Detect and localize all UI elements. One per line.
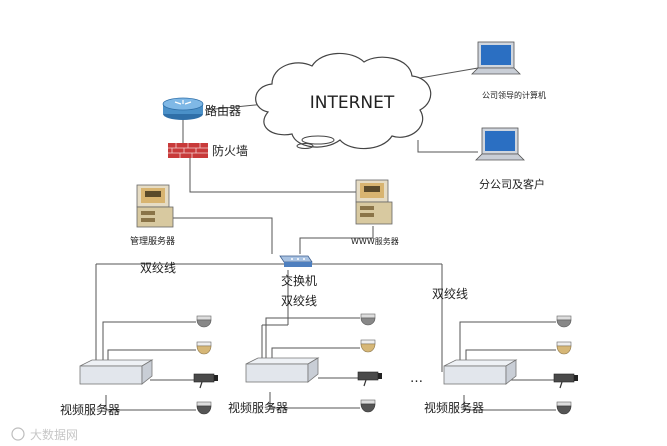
dome-camera-icon (360, 399, 376, 413)
ellipsis-label: … (410, 371, 423, 386)
switch-icon (279, 255, 313, 267)
laptop-icon (475, 127, 525, 161)
dome-camera-icon (360, 339, 376, 353)
dome-camera-icon (556, 315, 572, 328)
switch-label: 交换机 (281, 273, 317, 288)
dome-camera-icon (556, 341, 572, 355)
router-label: 路由器 (205, 103, 241, 118)
server-icon (355, 179, 393, 225)
internet-label: INTERNET (310, 93, 395, 113)
laptop-icon (471, 41, 521, 75)
video-server-label-3: 视频服务器 (424, 400, 484, 415)
video-server-label-1: 视频服务器 (60, 402, 120, 417)
video-server-label-2: 视频服务器 (228, 400, 288, 415)
twisted-pair-label-center: 双绞线 (281, 293, 317, 308)
mgmt-server-label: 管理服务器 (130, 235, 175, 247)
dvr-icon (245, 357, 320, 383)
box-camera-icon (553, 373, 578, 389)
video-server-groups (79, 313, 578, 415)
box-camera-icon (193, 373, 218, 389)
twisted-pair-label-right: 双绞线 (432, 286, 468, 301)
wires (95, 67, 556, 411)
server-icon (136, 184, 174, 228)
firewall-icon (168, 143, 208, 158)
router-icon (162, 97, 204, 120)
dome-camera-icon (556, 401, 572, 415)
dome-camera-icon (196, 341, 212, 355)
dome-camera-icon (196, 401, 212, 415)
twisted-pair-label-left: 双绞线 (140, 260, 176, 275)
dome-camera-icon (360, 313, 376, 326)
www-server-label: WWW服务器 (351, 236, 399, 246)
hq-computer-label: 公司领导的计算机 (482, 90, 546, 100)
dvr-icon (443, 359, 518, 385)
watermark-label: 大数据网 (30, 427, 78, 442)
dvr-icon (79, 359, 154, 385)
firewall-label: 防火墙 (212, 143, 248, 158)
dome-camera-icon (196, 315, 212, 328)
box-camera-icon (357, 371, 382, 387)
branch-client-label: 分公司及客户 (479, 177, 545, 191)
internet-cloud: INTERNET (255, 52, 432, 150)
watermark: 大数据网 (11, 427, 78, 442)
